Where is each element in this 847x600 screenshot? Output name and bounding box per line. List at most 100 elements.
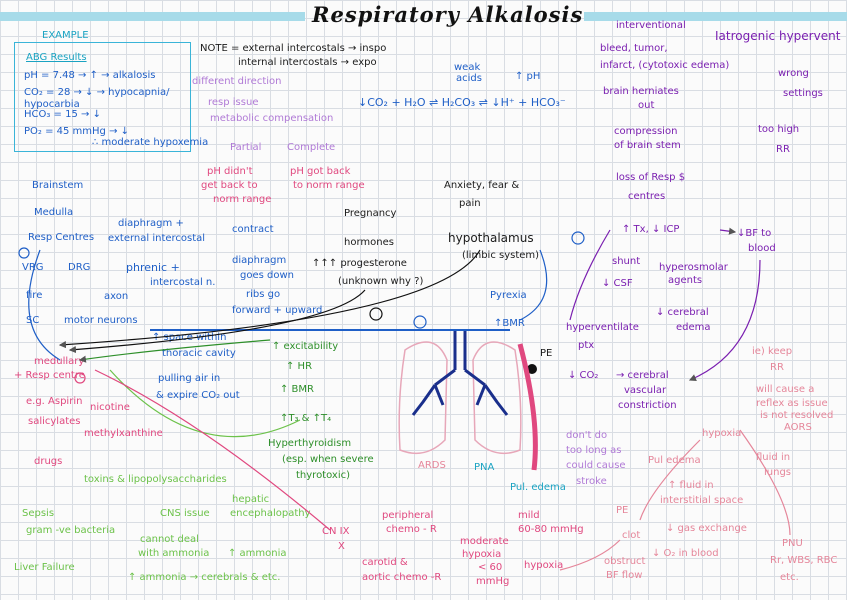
abg-results-box: [14, 42, 191, 152]
example-heading: EXAMPLE: [42, 30, 89, 41]
partial-line-1: pH didn't: [207, 166, 253, 177]
intercostal-n-label: intercostal n.: [150, 277, 216, 288]
partial-line-3: norm range: [213, 194, 272, 205]
lungs-illustration: [398, 330, 522, 455]
liver-failure-label: Liver Failure: [14, 562, 75, 573]
agents-label: agents: [668, 275, 703, 286]
abg-subtitle: ABG Results: [26, 52, 87, 63]
csf-label: ↓ CSF: [602, 278, 633, 289]
metabolic-compensation: metabolic compensation: [210, 113, 334, 124]
rr-label: RR: [776, 144, 790, 155]
brain-herniates-label: brain herniates: [603, 86, 679, 97]
out-label: out: [638, 100, 655, 111]
partial-label: Partial: [230, 142, 262, 153]
note-line-1: NOTE = external intercostals → inspo: [200, 43, 387, 54]
mild-label: mild: [518, 510, 540, 521]
o2-blood-label: ↓ O₂ in blood: [652, 548, 719, 559]
fire-label: fire: [26, 290, 43, 301]
aors-label: AORS: [784, 422, 812, 433]
abg-ph: pH = 7.48 → ↑ → alkalosis: [24, 70, 156, 81]
keep-rr-label: RR: [770, 362, 784, 373]
lungs-label: lungs: [764, 467, 792, 478]
title-highlight-right: [584, 12, 847, 21]
space-within-label: ↑ space within: [152, 332, 227, 343]
diff-direction: different direction: [192, 76, 282, 87]
fluid-in-label: fluid in: [756, 452, 791, 463]
pul-edema-label: Pul. edema: [510, 482, 566, 493]
hyperthyroidism-label: Hyperthyroidism: [268, 438, 352, 449]
hypothalamus-label: hypothalamus: [448, 231, 534, 245]
compression-label: compression: [614, 126, 678, 137]
hyperosmolar-label: hyperosmolar: [659, 262, 728, 273]
motor-neurons-label: motor neurons: [64, 315, 138, 326]
progesterone-label: ↑↑↑ progesterone: [312, 258, 407, 269]
aspirin-label: e.g. Aspirin: [26, 396, 83, 407]
title-highlight-left: [0, 12, 305, 21]
pnu-label: PNU: [782, 538, 803, 549]
abg-hco3: HCO₃ = 15 → ↓: [24, 109, 101, 120]
nicotine-label: nicotine: [90, 402, 130, 413]
expire-co2-label: & expire CO₂ out: [156, 390, 240, 401]
limbic-system-label: (limbic system): [462, 250, 540, 261]
co2-down-label: ↓ CO₂: [568, 370, 599, 381]
too-long-label: too long as: [566, 445, 622, 456]
peripheral-label: peripheral: [382, 510, 434, 521]
interventional-label: interventional: [616, 20, 686, 31]
infarct-label: infarct, (cytotoxic edema): [600, 60, 730, 71]
note-line-2: internal intercostals → expo: [238, 57, 377, 68]
gas-exchange-label: ↓ gas exchange: [666, 523, 747, 534]
etc-label: etc.: [780, 572, 799, 583]
axon-label: axon: [104, 291, 129, 302]
vrg-label: VRG: [22, 262, 44, 273]
goes-down-label: goes down: [240, 270, 294, 281]
hr-label: ↑ HR: [286, 361, 313, 372]
lt60-label: < 60: [478, 562, 503, 573]
diaphragm-2-label: diaphragm: [232, 255, 287, 266]
drg-label: DRG: [68, 262, 91, 273]
iatrogenic-label: Iatrogenic hypervent: [715, 29, 841, 43]
medullary-label: medullary: [34, 356, 85, 367]
shunt-label: shunt: [612, 256, 641, 267]
hypoxia-label: hypoxia: [702, 428, 742, 439]
not-resolved-label: is not resolved: [760, 410, 834, 421]
external-intercostal-label: external intercostal: [108, 233, 206, 244]
thyrotoxic-label: thyrotoxic): [296, 470, 351, 481]
dont-do-label: don't do: [566, 430, 608, 441]
hyperventilate-label: hyperventilate: [566, 322, 639, 333]
pe-clot-dot: [527, 364, 537, 374]
mmhg-label: mmHg: [476, 576, 510, 587]
sepsis-label: Sepsis: [22, 508, 55, 519]
aortic-chemo-label: aortic chemo -R: [362, 572, 442, 583]
of-brainstem-label: of brain stem: [614, 140, 681, 151]
constriction-label: constriction: [618, 400, 677, 411]
brainstem-label: Brainstem: [32, 180, 84, 191]
t3-t4-label: ↑T₃ & ↑T₄: [280, 413, 332, 424]
bf-label: ↓BF to: [737, 228, 772, 239]
cn-ix-label: CN IX: [322, 526, 350, 537]
resp-centres-label: Resp Centres: [28, 232, 95, 243]
stroke-label: stroke: [576, 476, 607, 487]
esp-severe-label: (esp. when severe: [282, 454, 374, 465]
loss-of-resp-label: loss of Resp $: [616, 172, 686, 183]
sr-ammonia-label: ↑ ammonia: [228, 548, 287, 559]
abg-po2: PO₂ = 45 mmHg → ↓: [24, 126, 130, 137]
settings-label: settings: [783, 88, 823, 99]
diaphragm-label: diaphragm +: [118, 218, 184, 229]
fluid-interstitial-label: ↑ fluid in: [668, 480, 714, 491]
bicarbonate-equation: ↓CO₂ + H₂O ⇌ H₂CO₃ ⇌ ↓H⁺ + HCO₃⁻: [358, 96, 566, 109]
bf-flow-label: BF flow: [606, 570, 643, 581]
interstitial-space-label: interstitial space: [660, 495, 744, 506]
blood-label: blood: [748, 243, 776, 254]
cerebral-label: ↓ cerebral: [656, 307, 709, 318]
forward-upward-label: forward + upward: [232, 305, 323, 316]
contract-label: contract: [232, 224, 274, 235]
resp-centre-label: + Resp centre: [14, 370, 85, 381]
pe-label: PE: [540, 348, 553, 359]
pregnancy-label: Pregnancy: [344, 208, 397, 219]
toxins-label: toxins & lipopolysaccharides: [84, 474, 227, 485]
mild-range-label: 60-80 mmHg: [518, 524, 584, 535]
cerebral-vasc-label: → cerebral: [616, 370, 669, 381]
chemo-r-label: chemo - R: [386, 524, 437, 535]
weak-acids-1: weak: [454, 62, 481, 73]
